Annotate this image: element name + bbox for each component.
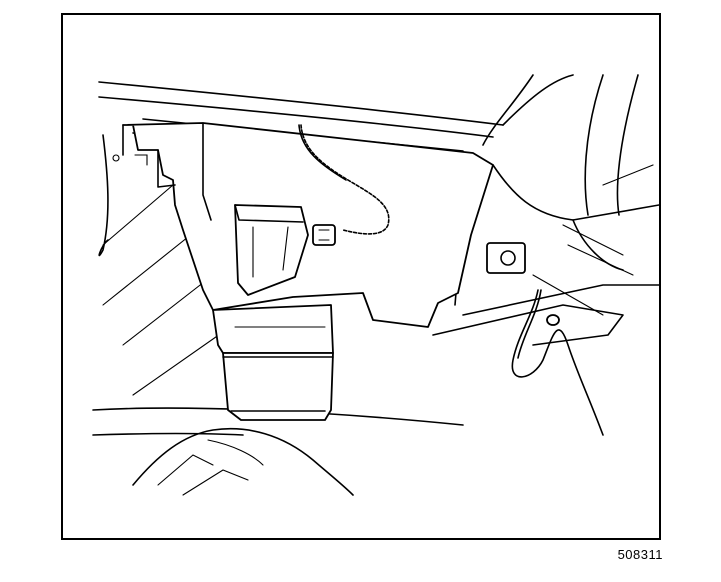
duct-wiring-illustration [92,74,659,496]
filter-housing-box [234,204,309,296]
illustration-frame [61,13,661,540]
figure-id-label: 508311 [617,547,663,562]
heater-duct-assembly [112,122,494,328]
wiring-harness [298,124,390,246]
harness-connector [312,224,336,246]
loose-wire [511,289,604,436]
floor-carpet [132,427,354,496]
floor-outlet-duct [212,304,334,421]
switch-receptacle [486,242,526,274]
